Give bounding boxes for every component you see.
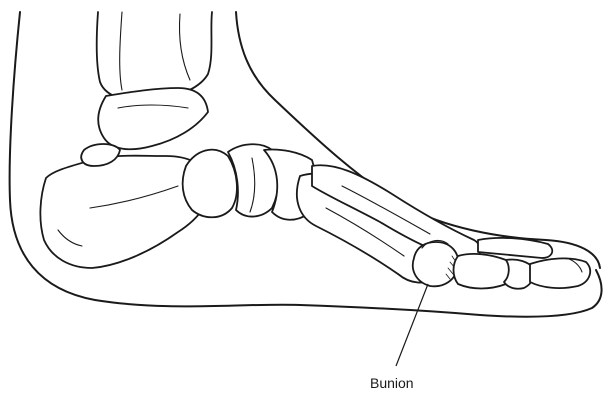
- tibia-bone: [97, 12, 212, 101]
- talus: [98, 88, 208, 149]
- lower-leg-bones: [97, 12, 212, 101]
- calcaneus: [40, 144, 212, 268]
- bunion-label: Bunion: [370, 375, 414, 391]
- distal-phalanx: [530, 258, 590, 288]
- midfoot-bones: [183, 144, 316, 220]
- navicular-bone: [183, 150, 237, 218]
- proximal-phalanx: [454, 254, 513, 289]
- bunion-joint: [413, 241, 458, 287]
- bunion-leader-line: [396, 284, 428, 366]
- talus-bone: [98, 88, 208, 149]
